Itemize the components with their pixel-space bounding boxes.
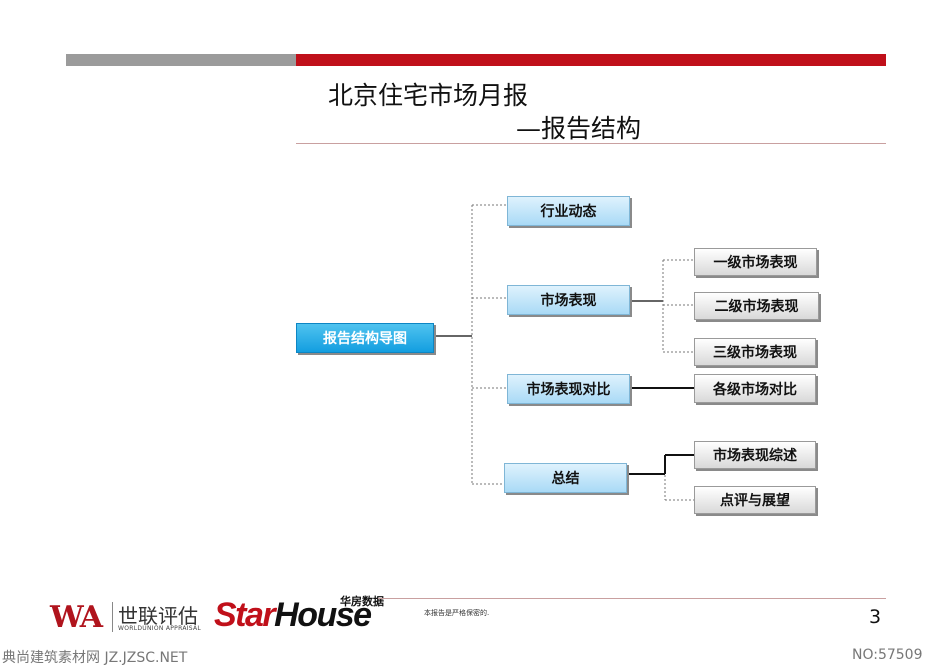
diagram-root-node: 报告结构导图 — [296, 323, 434, 353]
page-subtitle: —报告结构 — [516, 114, 642, 143]
footer-divider — [378, 598, 886, 599]
worldunion-name: 世联评估 — [118, 604, 198, 628]
confidential-note: 本报告是严格保密的. — [424, 609, 490, 617]
branch-node-industry: 行业动态 — [507, 196, 630, 226]
child-node-tertiary-market: 三级市场表现 — [694, 338, 816, 366]
page-title: 北京住宅市场月报 — [328, 81, 529, 110]
starhouse-star: Star — [214, 596, 276, 634]
worldunion-english: WORLDUNION APPRAISAL — [118, 625, 202, 632]
logo-separator — [112, 602, 113, 632]
starhouse-house: House — [274, 596, 372, 634]
child-node-review-outlook: 点评与展望 — [694, 486, 816, 514]
child-node-primary-market: 一级市场表现 — [694, 248, 817, 276]
starhouse-logo: StarHouse — [214, 596, 372, 635]
header-bar-red — [296, 54, 886, 66]
watermark-number: NO:57509 — [852, 647, 923, 663]
page-number: 3 — [869, 606, 882, 628]
branch-node-summary: 总结 — [504, 463, 627, 493]
starhouse-cn-name: 华房数据 — [340, 595, 384, 608]
child-node-market-compare: 各级市场对比 — [694, 374, 816, 403]
child-node-market-overview: 市场表现综述 — [694, 441, 816, 469]
header-bar-gray — [66, 54, 296, 66]
branch-node-market: 市场表现 — [507, 285, 630, 315]
worldunion-logo: WA — [50, 600, 103, 635]
title-divider — [296, 143, 886, 144]
watermark-site: 典尚建筑素材网 JZ.JZSC.NET — [2, 650, 188, 666]
branch-node-comparison: 市场表现对比 — [507, 374, 630, 404]
child-node-secondary-market: 二级市场表现 — [694, 292, 819, 320]
